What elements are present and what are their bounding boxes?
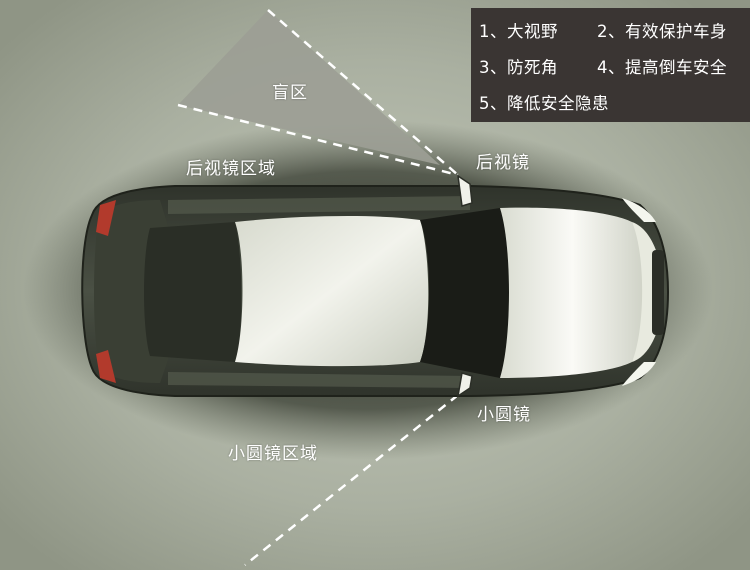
round-mirror-label: 小圆镜	[477, 405, 531, 425]
benefits-row-3: 5、降低安全隐患	[479, 90, 609, 114]
benefit-2: 2、有效保护车身	[597, 22, 727, 41]
benefit-5: 5、降低安全隐患	[479, 94, 609, 113]
benefits-row-2: 3、防死角 4、提高倒车安全	[479, 54, 727, 78]
sightline-round-mirror	[244, 394, 459, 566]
mirror-area-label: 后视镜区域	[186, 159, 276, 179]
front-grille	[652, 250, 664, 335]
blind-zone-label: 盲区	[272, 83, 308, 103]
sightline-blind-zone	[177, 103, 459, 177]
rear-view-mirror-shape	[457, 174, 473, 207]
benefit-3: 3、防死角	[479, 58, 558, 77]
benefit-4: 4、提高倒车安全	[597, 58, 727, 77]
round-mirror-area-label: 小圆镜区域	[228, 444, 318, 464]
mirror-label: 后视镜	[476, 153, 530, 173]
benefits-row-1: 1、大视野 2、有效保护车身	[479, 18, 727, 42]
tail-light-left	[96, 200, 116, 236]
tail-light-right	[96, 350, 116, 383]
blind-zone-area	[178, 10, 440, 165]
benefits-box: 1、大视野 2、有效保护车身 3、防死角 4、提高倒车安全 5、降低安全隐患	[471, 8, 750, 122]
sightline-upper	[267, 9, 459, 176]
round-mirror-shape	[456, 372, 473, 398]
car-body	[81, 185, 670, 397]
benefit-1: 1、大视野	[479, 22, 558, 41]
